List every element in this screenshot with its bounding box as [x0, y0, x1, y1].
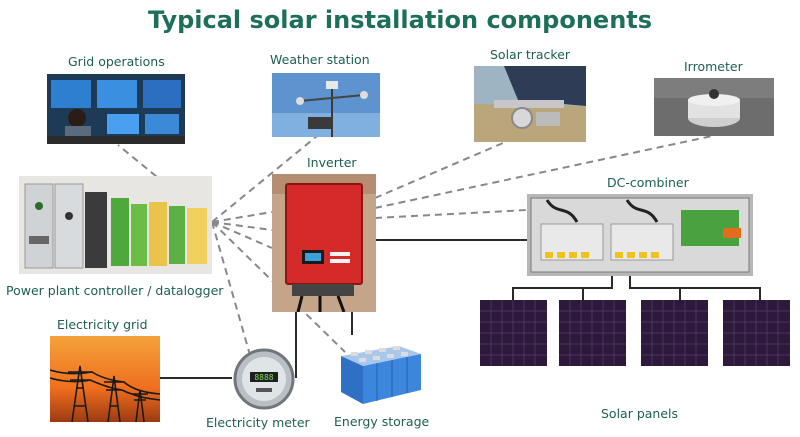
weather-station-label: Weather station [270, 52, 370, 67]
weather-station-photo [272, 73, 380, 137]
electricity-meter-label: Electricity meter [206, 415, 310, 430]
link-inverter-irrometer [374, 135, 713, 209]
irrometer-photo [654, 78, 774, 136]
link-controller-inverter-2 [211, 221, 273, 231]
energy-storage-label: Energy storage [334, 414, 430, 429]
solar-panel-3 [641, 300, 708, 366]
solar-tracker-photo [474, 66, 586, 142]
solar-panel-2 [559, 300, 626, 366]
link-inverter-combiner [374, 209, 528, 219]
solar-panels-label: Solar panels [601, 406, 679, 421]
link-combiner-panels-left [512, 276, 613, 300]
link-combiner-panels-right [629, 276, 761, 300]
diagram-title: Typical solar installation components [147, 6, 653, 34]
solar-tracker-label: Solar tracker [490, 47, 571, 62]
solar-panel-4 [723, 300, 790, 366]
energy-storage-photo [337, 330, 423, 406]
dc-combiner-photo [527, 194, 753, 276]
link-inverter-tracker [374, 142, 504, 199]
electricity-grid-photo [50, 336, 160, 422]
electricity-meter-photo: 8888 [232, 348, 296, 410]
link-controller-inverter-3 [211, 221, 273, 249]
link-controller-inverter-1 [211, 211, 273, 223]
inverter-photo [272, 174, 376, 312]
solar-panel-1 [480, 300, 547, 366]
power-plant-controller-label: Power plant controller / datalogger [6, 283, 224, 298]
grid-operations-photo [47, 74, 185, 144]
grid-operations-label: Grid operations [68, 54, 165, 69]
electricity-grid-label: Electricity grid [57, 317, 148, 332]
dc-combiner-label: DC-combiner [607, 175, 689, 190]
irrometer-label: Irrometer [684, 59, 743, 74]
link-controller-storage [211, 221, 346, 353]
power-plant-controller-photo [19, 176, 212, 274]
inverter-label: Inverter [307, 155, 357, 170]
meter-reading: 8888 [254, 373, 273, 382]
